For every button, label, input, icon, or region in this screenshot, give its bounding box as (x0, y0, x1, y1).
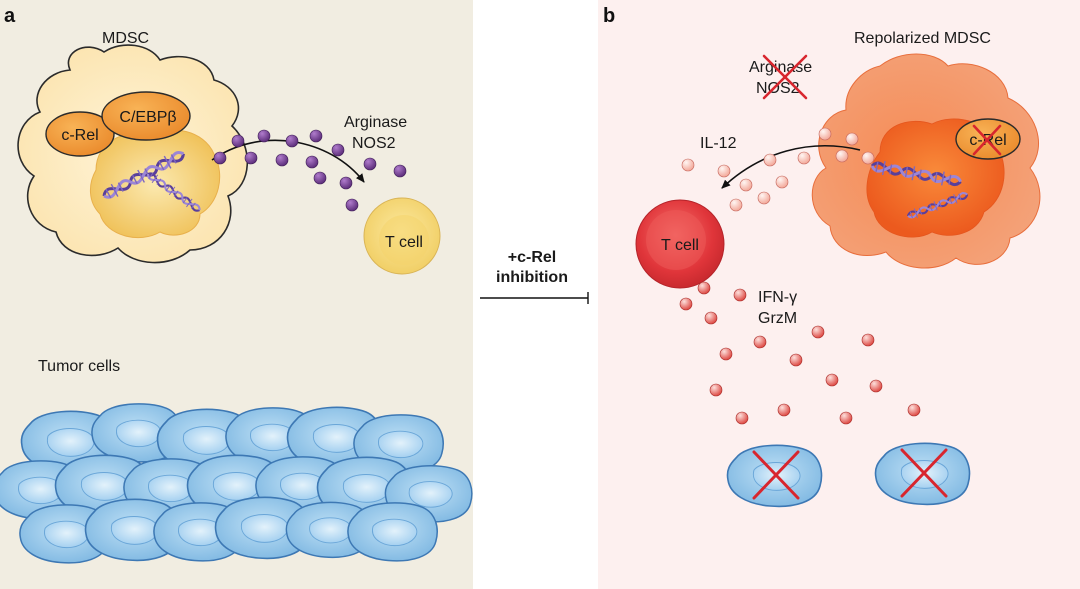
il12-secretion-arrow (721, 144, 861, 189)
effector-molecules (679, 281, 921, 425)
killed-tumor-cell (726, 444, 823, 508)
cross-mark-icon (900, 448, 948, 498)
arginase-label: Arginase (344, 114, 407, 131)
inhibition-label-line2: inhibition (496, 269, 568, 286)
tumor-cell (347, 502, 438, 562)
cross-mark-icon (972, 124, 1002, 156)
crel-label: c-Rel (61, 127, 98, 144)
panel-b-letter: b (603, 5, 615, 27)
grzm-label: GrzM (758, 310, 797, 327)
inhibition-label-line1: +c-Rel (508, 249, 556, 266)
crel-inhibited: c-Rel (955, 118, 1021, 160)
t-cell: T cell (363, 197, 441, 275)
il12-molecules (681, 127, 875, 212)
arginase-crossed-label: Arginase (749, 59, 812, 76)
nos2-crossed-label: NOS2 (756, 80, 800, 97)
cross-mark-icon (762, 54, 808, 100)
cebpb-label: C/EBPβ (119, 109, 176, 126)
ifn-gamma-label: IFN-γ (758, 289, 797, 306)
repolarized-mdsc-label: Repolarized MDSC (854, 30, 991, 47)
arginase-nos2-molecules (213, 129, 407, 212)
crel-transcription-factor: c-Rel (45, 111, 115, 157)
mdsc-label: MDSC (102, 30, 149, 47)
t-cell-label: T cell (385, 234, 423, 251)
cross-mark-icon (752, 450, 800, 500)
il12-label: IL-12 (700, 135, 737, 152)
panel-a-letter: a (4, 5, 16, 27)
t-cell-label-b: T cell (661, 237, 699, 254)
panel-b-background (598, 0, 1080, 589)
inhibition-arrow (480, 292, 589, 304)
killed-tumor-cell (874, 442, 971, 506)
nos2-label: NOS2 (352, 135, 396, 152)
activated-t-cell: T cell (635, 199, 725, 289)
tumor-cell-cluster (0, 403, 473, 564)
cebpb-transcription-factor: C/EBPβ (101, 91, 191, 141)
tumor-cells-label: Tumor cells (38, 358, 120, 375)
